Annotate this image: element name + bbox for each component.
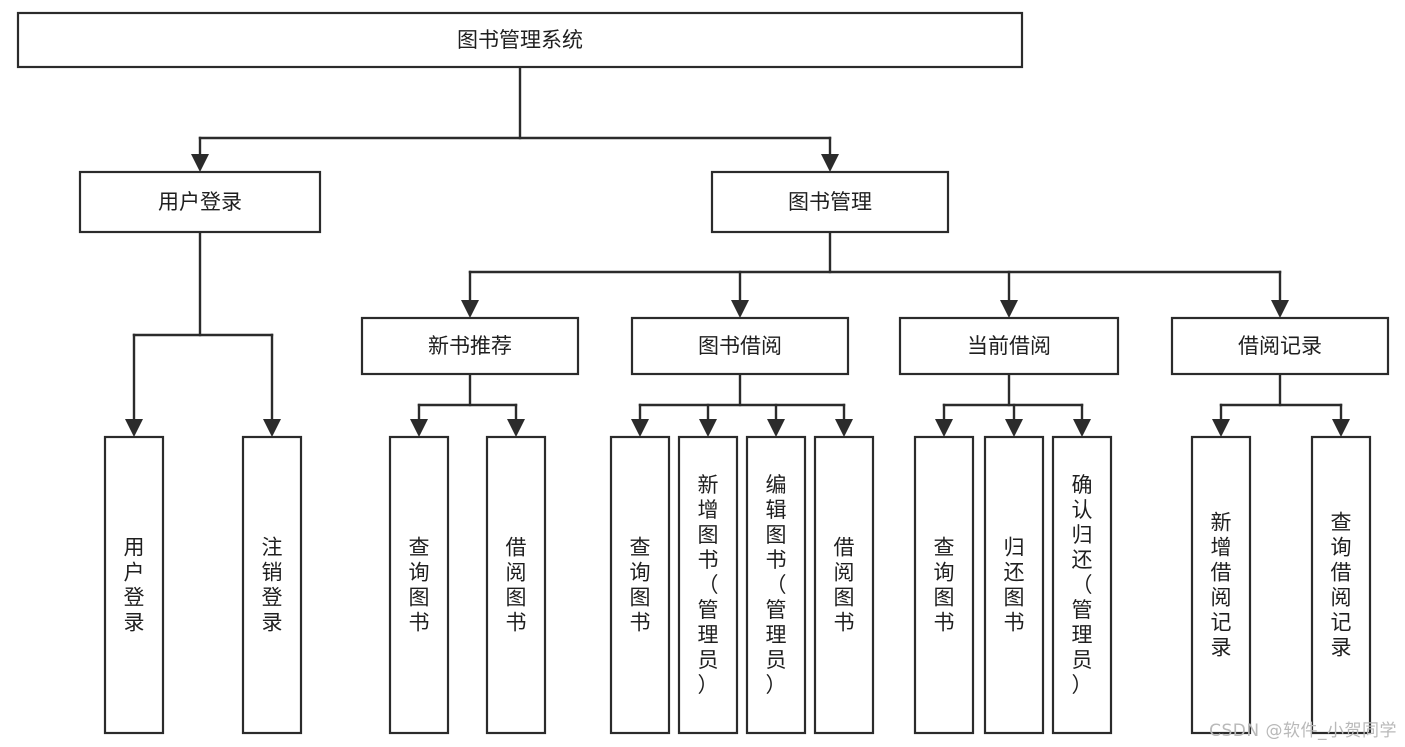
arrow-to-book-manage-head bbox=[821, 154, 839, 172]
node-box-leaf-query-book-borrow bbox=[609, 435, 671, 735]
node-leaf-query-book-rec[interactable]: 查询图书 bbox=[388, 435, 450, 735]
node-leaf-query-book-borrow[interactable]: 查询图书 bbox=[609, 435, 671, 735]
node-leaf-user-login[interactable]: 用户登录 bbox=[103, 435, 165, 735]
node-label-leaf-confirm-return-admin: 确认归还（管理员） bbox=[1072, 473, 1093, 697]
node-label-leaf-query-book-current: 查询图书 bbox=[934, 536, 955, 635]
watermark-text: CSDN @软件_小贺同学 bbox=[1209, 721, 1397, 741]
node-box-book-borrow bbox=[630, 316, 850, 376]
node-box-user-login bbox=[78, 170, 322, 234]
node-borrow-record[interactable]: 借阅记录 bbox=[1170, 316, 1390, 376]
arrow-to-book-borrow-head bbox=[731, 300, 749, 318]
arrow-to-borrow-record-head bbox=[1271, 300, 1289, 318]
arrow-to-leaf-user-login-head bbox=[125, 419, 143, 437]
node-label-leaf-user-login: 用户登录 bbox=[124, 536, 145, 635]
node-box-new-book-recommend bbox=[360, 316, 580, 376]
node-box-borrow-record bbox=[1170, 316, 1390, 376]
node-leaf-confirm-return-admin[interactable]: 确认归还（管理员） bbox=[1051, 435, 1113, 735]
node-leaf-add-book-admin[interactable]: 新增图书（管理员） bbox=[677, 435, 739, 735]
node-box-leaf-return-book bbox=[983, 435, 1045, 735]
node-leaf-logout-login[interactable]: 注销登录 bbox=[241, 435, 303, 735]
node-box-current-borrow bbox=[898, 316, 1120, 376]
node-label-book-borrow: 图书借阅 bbox=[698, 334, 782, 358]
node-box-leaf-add-borrow-record bbox=[1190, 435, 1252, 735]
node-leaf-query-borrow-record[interactable]: 查询借阅记录 bbox=[1310, 435, 1372, 735]
node-label-leaf-add-borrow-record: 新增借阅记录 bbox=[1211, 511, 1232, 660]
node-label-leaf-logout-login: 注销登录 bbox=[262, 536, 283, 635]
node-box-leaf-query-book-current bbox=[913, 435, 975, 735]
arrow-to-leaf-query-borrow-record-head bbox=[1332, 419, 1350, 437]
node-label-book-manage: 图书管理 bbox=[788, 190, 872, 214]
node-box-leaf-borrow-book-rec bbox=[485, 435, 547, 735]
arrow-to-leaf-query-book-current-head bbox=[935, 419, 953, 437]
node-label-leaf-query-book-rec: 查询图书 bbox=[409, 536, 430, 635]
arrow-to-leaf-confirm-return-admin-head bbox=[1073, 419, 1091, 437]
node-box-leaf-borrow-book bbox=[813, 435, 875, 735]
node-label-leaf-add-book-admin: 新增图书（管理员） bbox=[698, 473, 719, 697]
node-label-current-borrow: 当前借阅 bbox=[967, 334, 1051, 358]
arrow-to-leaf-query-book-rec-head bbox=[410, 419, 428, 437]
node-book-manage[interactable]: 图书管理 bbox=[710, 170, 950, 234]
node-label-user-login: 用户登录 bbox=[158, 190, 242, 214]
node-leaf-borrow-book-rec[interactable]: 借阅图书 bbox=[485, 435, 547, 735]
node-undefined[interactable]: 图书管理系统 bbox=[16, 11, 1024, 69]
arrow-to-leaf-return-book-head bbox=[1005, 419, 1023, 437]
arrow-to-leaf-edit-book-admin-head bbox=[767, 419, 785, 437]
node-label-leaf-query-book-borrow: 查询图书 bbox=[630, 536, 651, 635]
node-box-undefined bbox=[16, 11, 1024, 69]
node-leaf-edit-book-admin[interactable]: 编辑图书（管理员） bbox=[745, 435, 807, 735]
node-label-undefined: 图书管理系统 bbox=[457, 28, 583, 52]
node-label-borrow-record: 借阅记录 bbox=[1238, 334, 1322, 358]
node-box-book-manage bbox=[710, 170, 950, 234]
node-label-leaf-return-book: 归还图书 bbox=[1004, 536, 1025, 635]
node-label-new-book-recommend: 新书推荐 bbox=[428, 334, 512, 358]
node-box-leaf-logout-login bbox=[241, 435, 303, 735]
node-box-leaf-edit-book-admin bbox=[745, 435, 807, 735]
node-leaf-borrow-book[interactable]: 借阅图书 bbox=[813, 435, 875, 735]
node-box-leaf-query-borrow-record bbox=[1310, 435, 1372, 735]
arrow-to-leaf-borrow-book-head bbox=[835, 419, 853, 437]
node-user-login[interactable]: 用户登录 bbox=[78, 170, 322, 234]
node-new-book-recommend[interactable]: 新书推荐 bbox=[360, 316, 580, 376]
node-label-leaf-query-borrow-record: 查询借阅记录 bbox=[1331, 511, 1352, 660]
node-leaf-add-borrow-record[interactable]: 新增借阅记录 bbox=[1190, 435, 1252, 735]
node-box-leaf-user-login bbox=[103, 435, 165, 735]
node-book-borrow[interactable]: 图书借阅 bbox=[630, 316, 850, 376]
node-leaf-query-book-current[interactable]: 查询图书 bbox=[913, 435, 975, 735]
arrow-to-leaf-query-book-borrow-head bbox=[631, 419, 649, 437]
arrow-to-leaf-logout-login-head bbox=[263, 419, 281, 437]
arrow-to-user-login-head bbox=[191, 154, 209, 172]
arrow-to-new-book-recommend-head bbox=[461, 300, 479, 318]
arrow-to-leaf-add-borrow-record-head bbox=[1212, 419, 1230, 437]
arrow-to-current-borrow-head bbox=[1000, 300, 1018, 318]
node-label-leaf-borrow-book: 借阅图书 bbox=[834, 536, 855, 635]
node-box-leaf-confirm-return-admin bbox=[1051, 435, 1113, 735]
arrow-to-leaf-borrow-book-rec-head bbox=[507, 419, 525, 437]
arrow-to-leaf-add-book-admin-head bbox=[699, 419, 717, 437]
node-label-leaf-borrow-book-rec: 借阅图书 bbox=[506, 536, 527, 635]
connectors-layer bbox=[125, 65, 1350, 437]
node-label-leaf-edit-book-admin: 编辑图书（管理员） bbox=[766, 473, 787, 697]
node-box-leaf-query-book-rec bbox=[388, 435, 450, 735]
nodes-layer: 图书管理系统用户登录图书管理新书推荐图书借阅当前借阅借阅记录用户登录注销登录查询… bbox=[16, 11, 1390, 735]
node-box-leaf-add-book-admin bbox=[677, 435, 739, 735]
node-leaf-return-book[interactable]: 归还图书 bbox=[983, 435, 1045, 735]
node-current-borrow[interactable]: 当前借阅 bbox=[898, 316, 1120, 376]
